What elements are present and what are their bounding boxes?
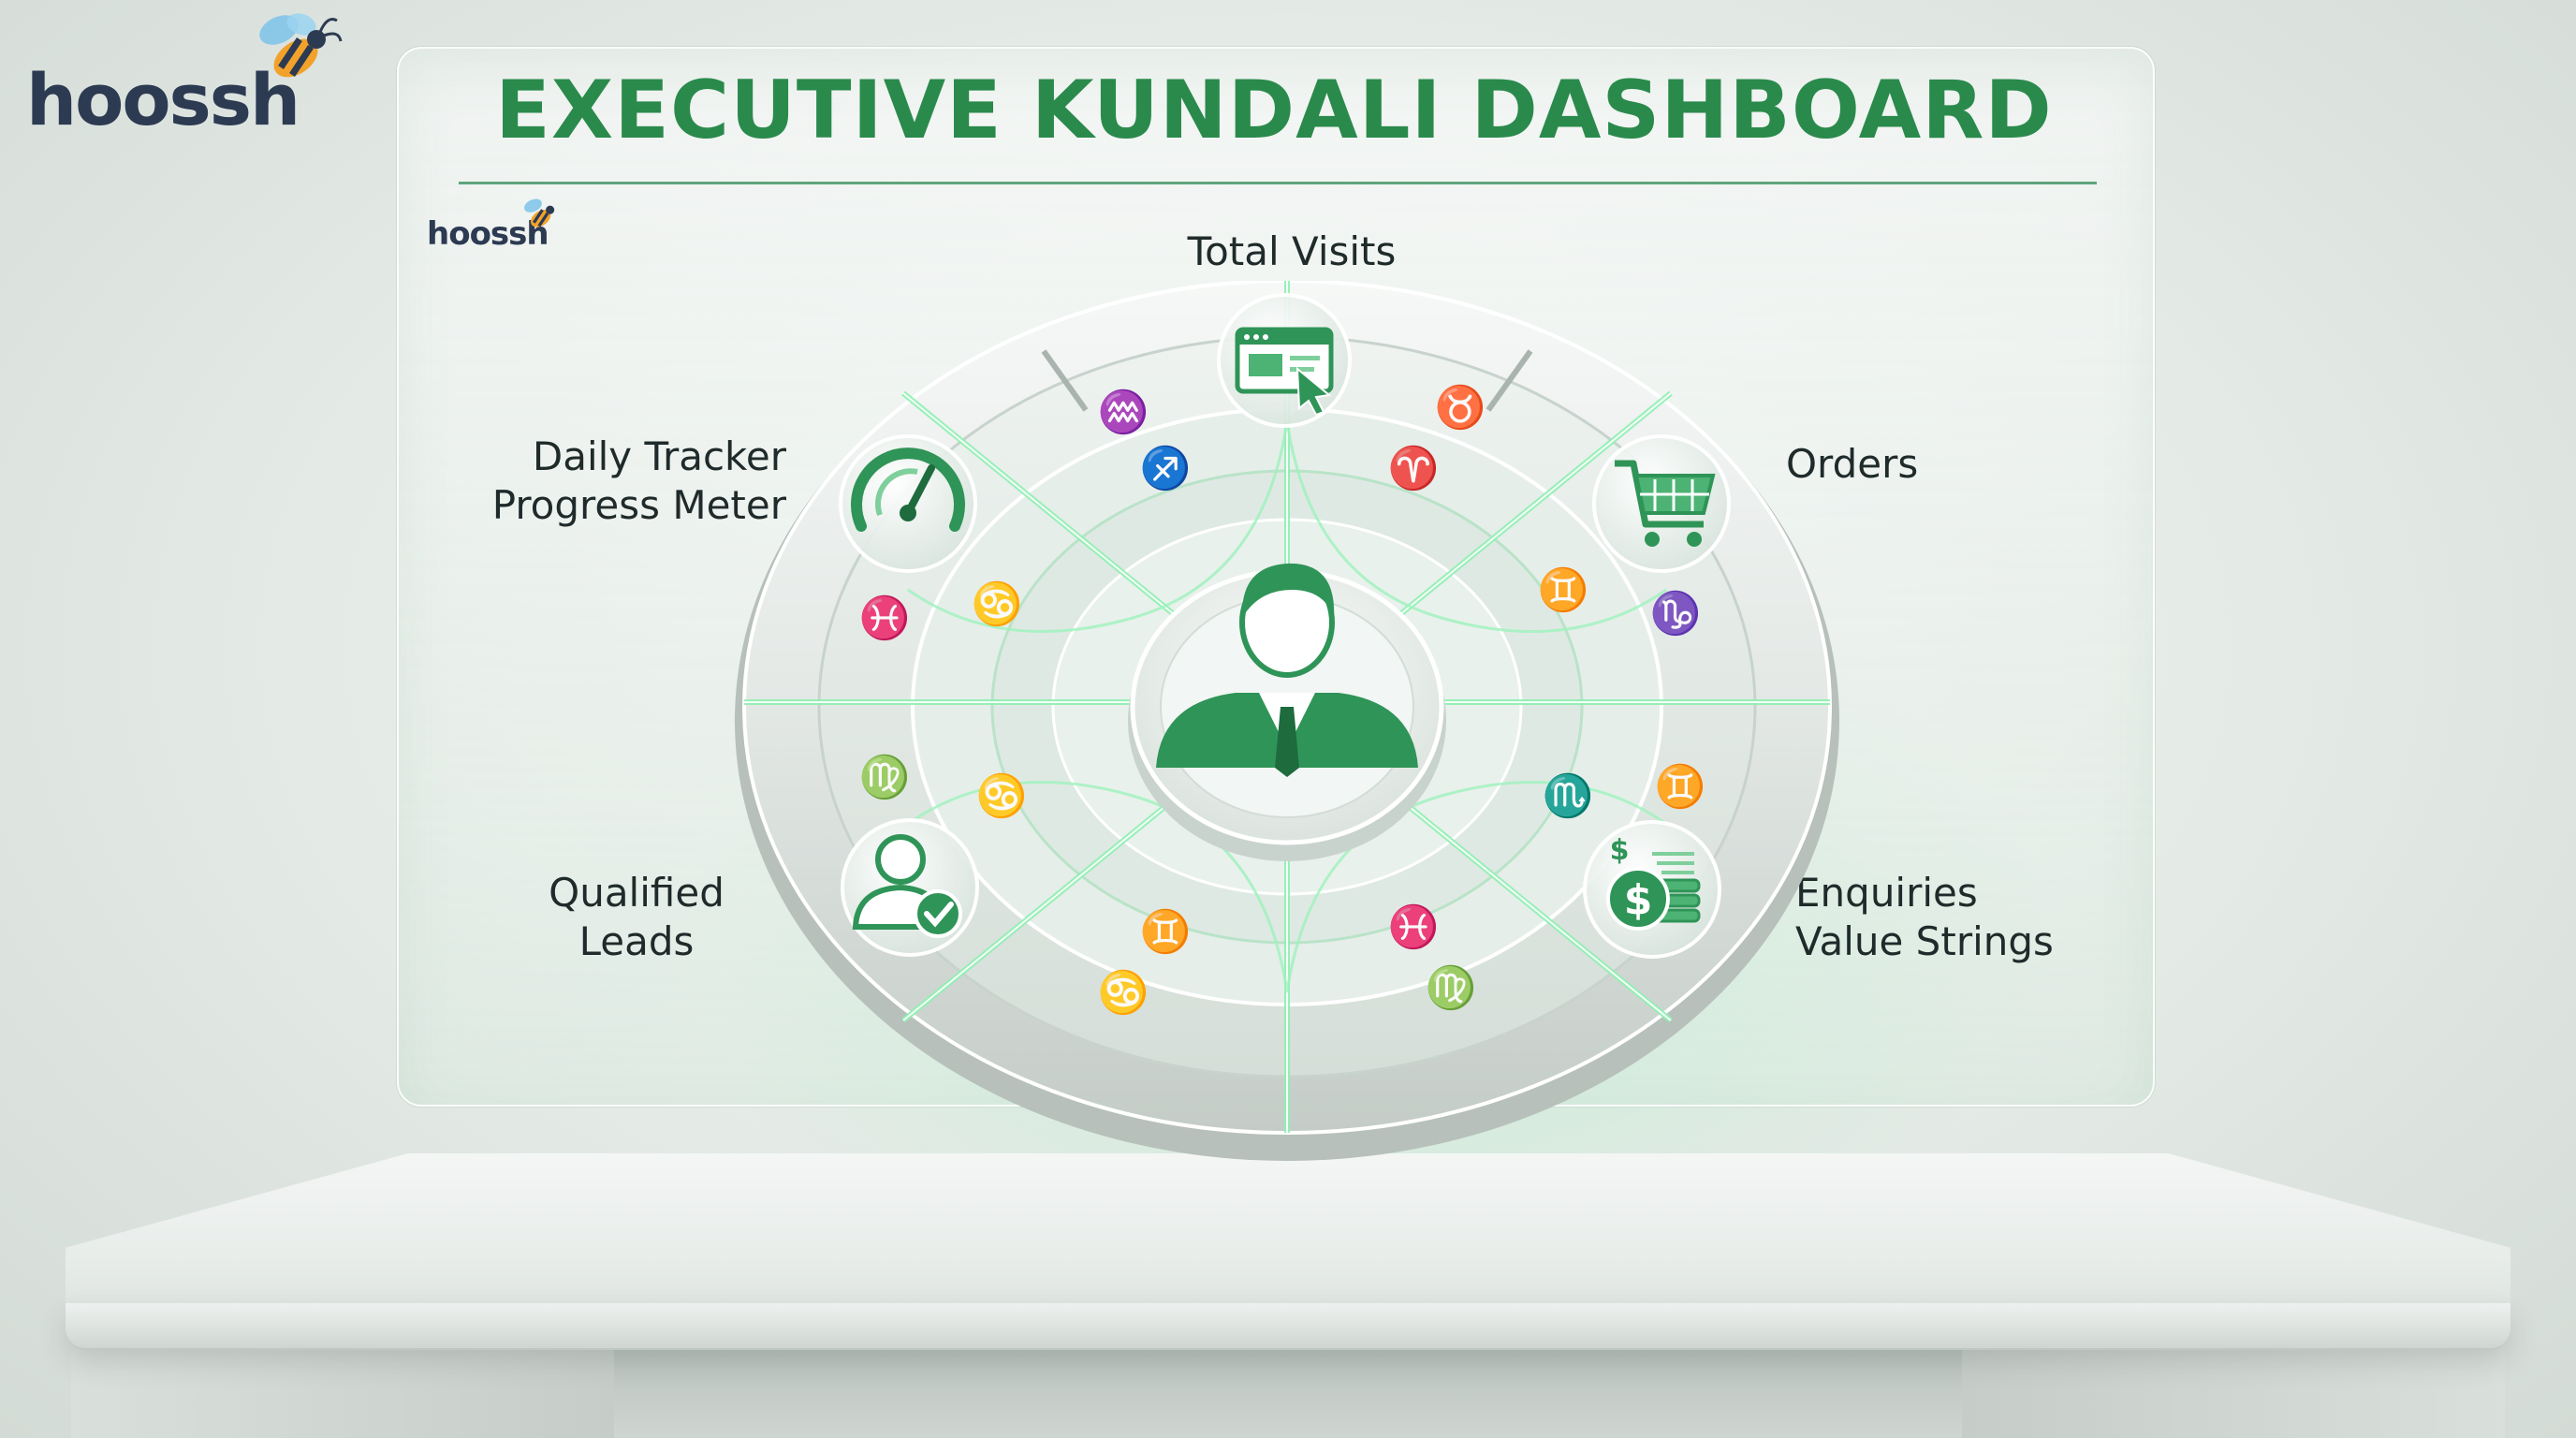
metric-label-orders: Orders xyxy=(1786,441,1919,487)
speedometer-gauge-icon xyxy=(851,448,965,532)
table-underside xyxy=(614,1348,1962,1438)
zodiac-glyph: ♊ xyxy=(1538,566,1589,614)
user-check-icon xyxy=(852,834,962,938)
metric-label-line: Progress Meter xyxy=(491,482,786,528)
zodiac-glyph: ♋ xyxy=(976,772,1028,820)
total-visits-icon-bubble[interactable] xyxy=(1217,293,1352,428)
browser-cursor-icon xyxy=(1235,327,1334,417)
zodiac-glyphs: ♒ ♉ ♐ ♈ ♊ ♑ ♓ ♋ ♍ ♊ ♋ ♏ ♊ ♓ ♋ ♍ xyxy=(859,384,1706,1017)
metric-label-line: Leads xyxy=(578,918,695,964)
zodiac-glyph: ♏ xyxy=(1543,772,1594,820)
title-divider xyxy=(459,182,2097,184)
shopping-cart-icon xyxy=(1615,460,1716,547)
table-leg-right xyxy=(1962,1348,2505,1438)
page-title: EXECUTIVE KUNDALI DASHBOARD xyxy=(495,64,2053,157)
svg-text:$: $ xyxy=(1624,876,1653,924)
zodiac-glyph: ♍ xyxy=(859,754,911,801)
zodiac-glyph: ♐ xyxy=(1140,445,1192,492)
brand-wordmark: hoossh xyxy=(26,58,300,141)
qualified-leads-icon-bubble[interactable] xyxy=(841,818,979,957)
zodiac-glyph: ♓ xyxy=(1388,903,1440,951)
metric-label-line: Qualified xyxy=(549,870,724,916)
table-leg-left xyxy=(71,1348,614,1438)
daily-tracker-icon-bubble[interactable] xyxy=(839,434,977,573)
svg-text:$: $ xyxy=(1610,834,1630,867)
panel-brand-logo: hoossh xyxy=(427,189,577,264)
brand-logo: hoossh xyxy=(26,13,343,141)
zodiac-glyph: ♋ xyxy=(1098,969,1149,1017)
zodiac-glyph: ♓ xyxy=(859,594,911,642)
table-edge xyxy=(66,1303,2510,1348)
metric-label-daily-tracker: Daily Tracker Progress Meter xyxy=(440,433,786,530)
metric-label-total-visits: Total Visits xyxy=(1187,228,1397,274)
zodiac-glyph: ♑ xyxy=(1650,590,1702,638)
dollar-coins-icon: $ $ xyxy=(1606,834,1701,931)
wheel-glow-arcs xyxy=(907,420,1667,993)
metric-label-enquiries: Enquiries Value Strings xyxy=(1795,869,2095,966)
zodiac-glyph: ♊ xyxy=(1655,763,1706,811)
orders-icon-bubble[interactable] xyxy=(1592,434,1731,573)
metric-label-line: Enquiries xyxy=(1795,870,1978,916)
bee-icon xyxy=(259,13,343,78)
kundali-wheel: ♒ ♉ ♐ ♈ ♊ ♑ ♓ ♋ ♍ ♊ ♋ ♏ ♊ ♓ ♋ ♍ xyxy=(735,281,1839,1161)
metric-label-line: Value Strings xyxy=(1795,918,2054,964)
metric-label-line: Daily Tracker xyxy=(532,433,786,479)
zodiac-glyph: ♈ xyxy=(1388,445,1440,492)
enquiries-icon-bubble[interactable]: $ $ xyxy=(1583,820,1721,959)
bee-icon xyxy=(524,198,555,227)
panel-brand-wordmark: hoossh xyxy=(427,215,549,253)
zodiac-glyph: ♋ xyxy=(972,580,1023,628)
zodiac-glyph: ♊ xyxy=(1140,908,1192,956)
zodiac-glyph: ♒ xyxy=(1098,389,1149,436)
metric-label-qualified-leads: Qualified Leads xyxy=(524,869,749,966)
executive-person-icon xyxy=(1156,563,1418,777)
zodiac-glyph: ♍ xyxy=(1426,964,1477,1012)
zodiac-glyph: ♉ xyxy=(1435,384,1486,432)
